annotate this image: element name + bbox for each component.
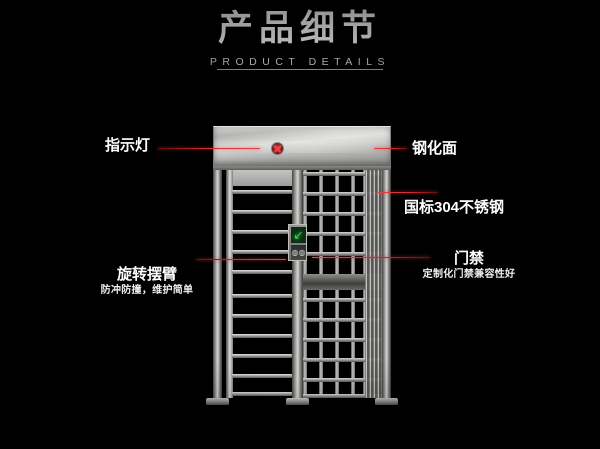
page-title: 产品细节 [217, 9, 382, 48]
callout-indicator-light: 指示灯 [60, 136, 150, 155]
arm-bar [232, 354, 292, 358]
access-control-panel: ↙ ◍◍ [288, 224, 307, 261]
callout-indicator-light-title: 指示灯 [104, 137, 150, 154]
pass-arrow-icon: ↙ [293, 228, 304, 242]
base-foot [206, 398, 229, 405]
arm-bar [232, 314, 292, 318]
stop-x-glyph [273, 144, 282, 153]
leader-line-indicator-light [158, 148, 260, 149]
base-foot [286, 398, 309, 405]
leader-line-stainless-steel [378, 192, 438, 193]
arm-bar [232, 392, 292, 396]
cage-side-rails [365, 170, 382, 398]
arm-vertical-spine [226, 170, 233, 398]
callout-access-control-subtitle: 定制化门禁兼容性好 [422, 269, 516, 280]
callout-stainless-steel: 国标304不锈钢 [404, 198, 564, 217]
arm-bar [232, 250, 292, 254]
callout-access-control-title: 门禁 [453, 250, 484, 267]
pass-indicator: ↙ [291, 227, 306, 243]
leader-line-tempered-surface [374, 148, 407, 149]
arm-bar [232, 270, 292, 274]
arm-top-plate [232, 170, 292, 186]
rotating-arm-assembly [222, 170, 292, 398]
callout-tempered-surface: 钢化面 [412, 139, 522, 158]
full-height-turnstile-image: ↙ ◍◍ [196, 126, 398, 406]
arm-bar [232, 374, 292, 378]
arm-bar [232, 230, 292, 234]
frame-post-center [292, 170, 303, 402]
page-subtitle: PRODUCT DETAILS [209, 56, 391, 68]
callout-tempered-surface-title: 钢化面 [412, 140, 458, 157]
canopy-highlight [214, 141, 390, 153]
leader-line-access-control [312, 257, 430, 258]
callout-rotating-arm: 旋转摆臂 防冲防撞，维护简单 [82, 265, 212, 298]
callout-access-control: 门禁 定制化门禁兼容性好 [404, 249, 534, 282]
arm-bar [232, 210, 292, 214]
card-reader-icon: ◍◍ [291, 245, 306, 260]
frame-post-right [382, 170, 391, 402]
arm-bar [232, 294, 292, 298]
title-divider [217, 69, 383, 70]
arm-bar [232, 190, 292, 194]
callout-stainless-steel-title: 国标304不锈钢 [404, 199, 505, 216]
callout-rotating-arm-title: 旋转摆臂 [116, 266, 177, 283]
leader-line-rotating-arm [196, 259, 286, 260]
indicator-light-icon [271, 142, 284, 155]
callout-rotating-arm-subtitle: 防冲防撞，维护简单 [100, 285, 194, 296]
arm-bar [232, 334, 292, 338]
base-foot [375, 398, 398, 405]
canopy-panel [213, 126, 391, 166]
mesh-cage-panel [303, 170, 382, 398]
frame-post-left [213, 170, 222, 402]
